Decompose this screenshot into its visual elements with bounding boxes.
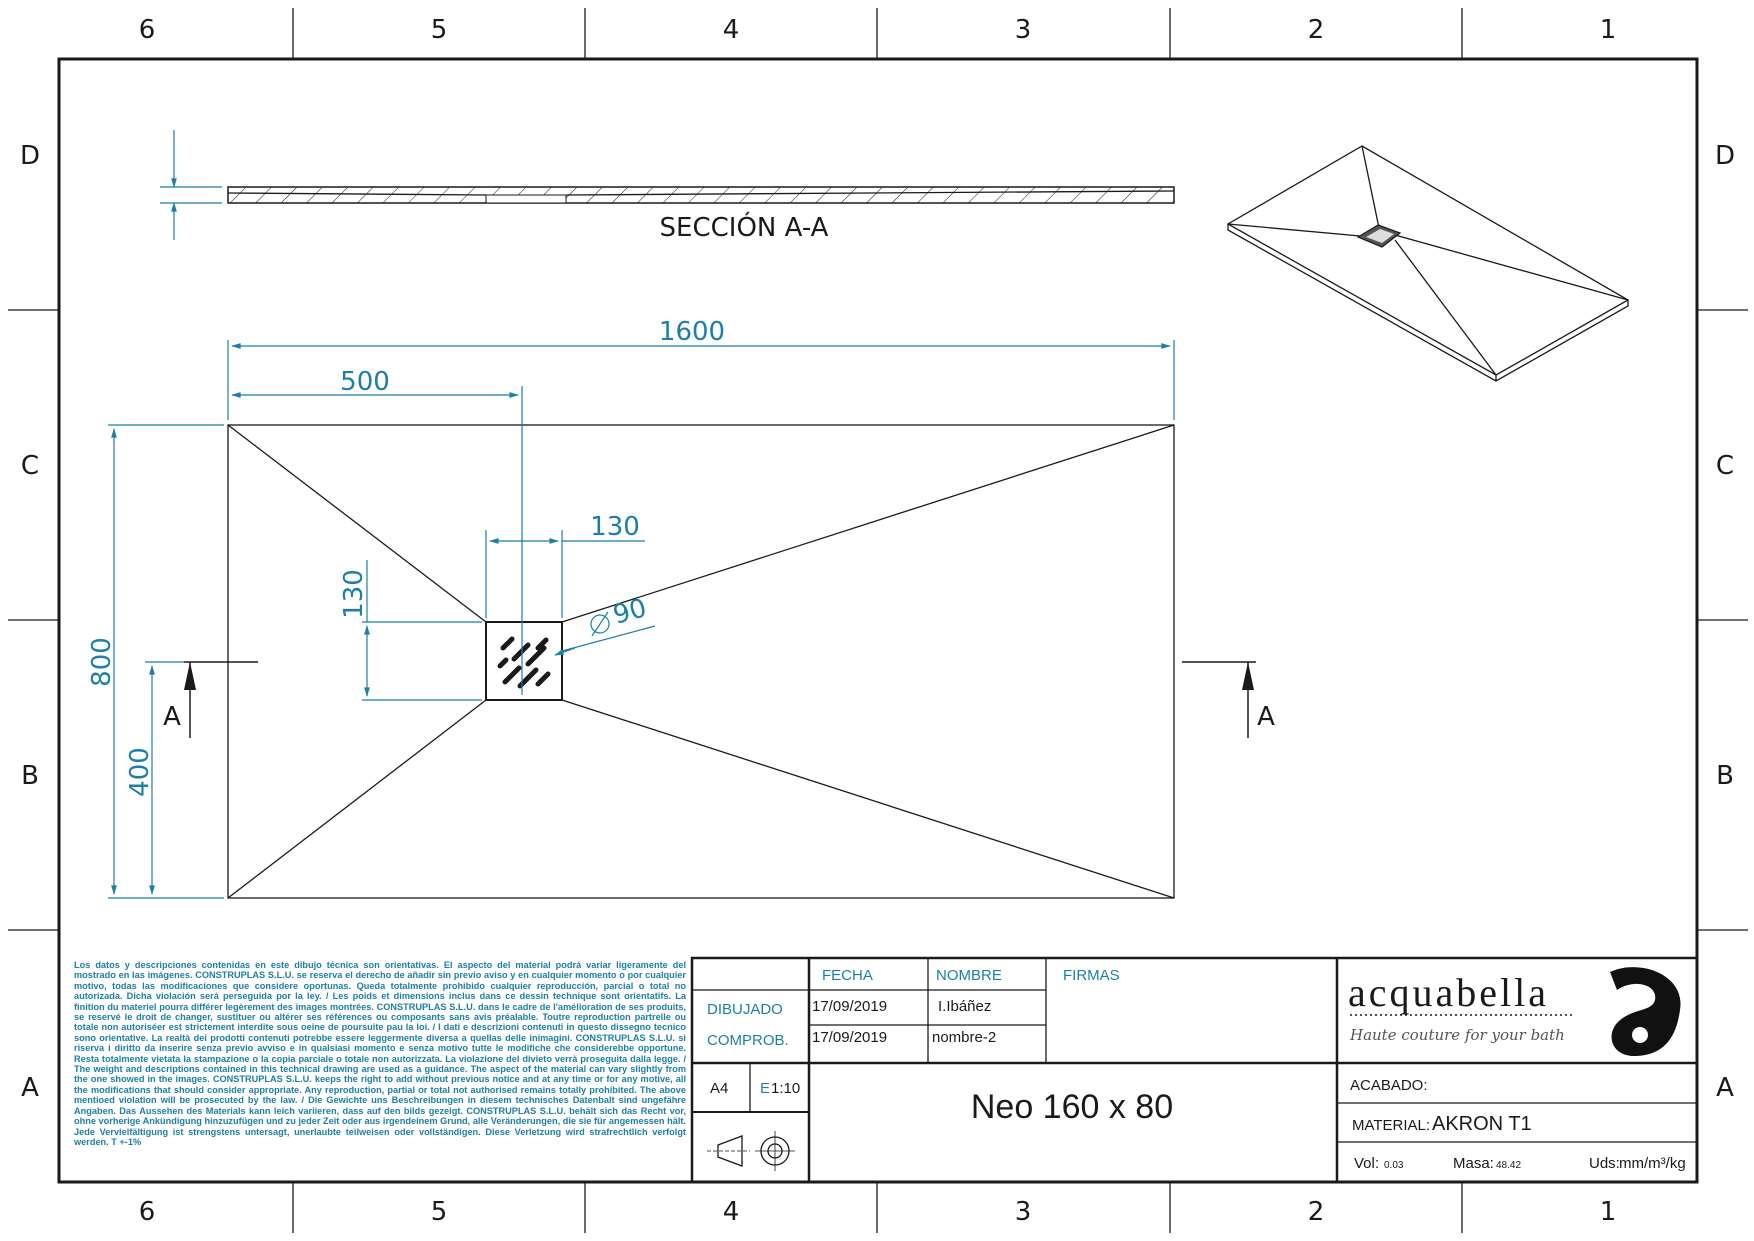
- dibujado-fecha: 17/09/2019: [812, 998, 887, 1015]
- zone-row-left: B: [21, 761, 39, 791]
- section-view: [227, 186, 1175, 204]
- zone-row-right: D: [1715, 141, 1735, 171]
- product-name: Neo 160 x 80: [971, 1088, 1173, 1126]
- label-vol: Vol:: [1354, 1155, 1379, 1172]
- scale-value: 1:10: [771, 1080, 800, 1097]
- dim-width-lines: [108, 424, 224, 899]
- dim-drain-width-lines: [485, 530, 645, 618]
- scale-prefix: E: [760, 1080, 770, 1097]
- uds-value: mm/m³/kg: [1619, 1155, 1686, 1172]
- comprob-nombre: nombre-2: [932, 1029, 996, 1046]
- zone-row-right: C: [1716, 451, 1734, 481]
- zone-col-bottom: 6: [139, 1197, 156, 1227]
- zone-row-left: C: [21, 451, 39, 481]
- zone-col-top: 6: [139, 15, 156, 45]
- label-firmas: FIRMAS: [1063, 967, 1120, 984]
- zone-row-right: B: [1716, 761, 1734, 791]
- label-masa: Masa:: [1453, 1155, 1494, 1172]
- dim-drain-width: 130: [590, 512, 640, 542]
- dim-drain-offset: 500: [340, 367, 390, 397]
- masa-value: 48.42: [1496, 1160, 1521, 1171]
- dim-drain-diameter: 90: [610, 593, 650, 631]
- zone-col-bottom: 4: [723, 1197, 740, 1227]
- vol-value: 0.03: [1384, 1160, 1404, 1171]
- sheet-size: A4: [710, 1080, 728, 1097]
- drain-grate-icon: [485, 621, 563, 701]
- title-block-grid: [690, 956, 1699, 1184]
- label-dibujado: DIBUJADO: [707, 1001, 783, 1018]
- section-thickness-dimension: [160, 130, 222, 240]
- dim-half-width-lines: [145, 661, 184, 895]
- dim-drain-height: 130: [339, 569, 369, 619]
- label-fecha: FECHA: [822, 967, 873, 984]
- dim-half-width: 400: [125, 747, 155, 797]
- zone-col-bottom: 1: [1600, 1197, 1617, 1227]
- label-material: MATERIAL:: [1352, 1117, 1430, 1134]
- zone-col-bottom: 5: [431, 1197, 448, 1227]
- section-label: SECCIÓN A-A: [660, 211, 829, 243]
- comprob-fecha: 17/09/2019: [812, 1029, 887, 1046]
- cut-label-left: A: [163, 702, 181, 732]
- dim-drain-height-lines: [362, 560, 482, 701]
- isometric-view: [1226, 145, 1630, 382]
- zone-row-left: A: [21, 1073, 39, 1103]
- label-nombre: NOMBRE: [936, 967, 1002, 984]
- dim-offset-lines: [231, 386, 523, 695]
- brand-mark-icon: [1610, 967, 1681, 1057]
- plan-view: [227, 424, 1175, 899]
- brand-name: acquabella: [1348, 970, 1549, 1015]
- zone-col-top: 1: [1600, 15, 1617, 45]
- zone-col-top: 5: [431, 15, 448, 45]
- brand-tagline: Haute couture for your bath: [1349, 1026, 1565, 1044]
- legal-disclaimer: Los datos y descripciones contenidas en …: [74, 960, 686, 1147]
- label-acabado: ACABADO:: [1350, 1077, 1428, 1094]
- dim-length: 1600: [659, 317, 725, 347]
- zone-col-bottom: 3: [1015, 1197, 1032, 1227]
- projection-symbol-icon: [707, 1131, 795, 1171]
- zone-row-left: D: [20, 141, 40, 171]
- zone-col-top: 4: [723, 15, 740, 45]
- dibujado-nombre: I.Ibáñez: [938, 998, 991, 1015]
- zone-row-right: A: [1716, 1073, 1734, 1103]
- label-comprob: COMPROB.: [707, 1032, 789, 1049]
- zone-col-bottom: 2: [1308, 1197, 1325, 1227]
- zone-col-top: 2: [1308, 15, 1325, 45]
- section-cut-markers: [184, 661, 1256, 738]
- label-uds: Uds:: [1589, 1155, 1620, 1172]
- dim-length-lines: [227, 340, 1175, 420]
- dim-width: 800: [87, 637, 117, 687]
- dim-diameter-lines: [554, 611, 656, 656]
- cut-label-right: A: [1257, 702, 1275, 732]
- material-value: AKRON T1: [1432, 1113, 1532, 1135]
- zone-col-top: 3: [1015, 15, 1032, 45]
- brand-logo: acquabella Haute couture for your bath: [1348, 967, 1681, 1057]
